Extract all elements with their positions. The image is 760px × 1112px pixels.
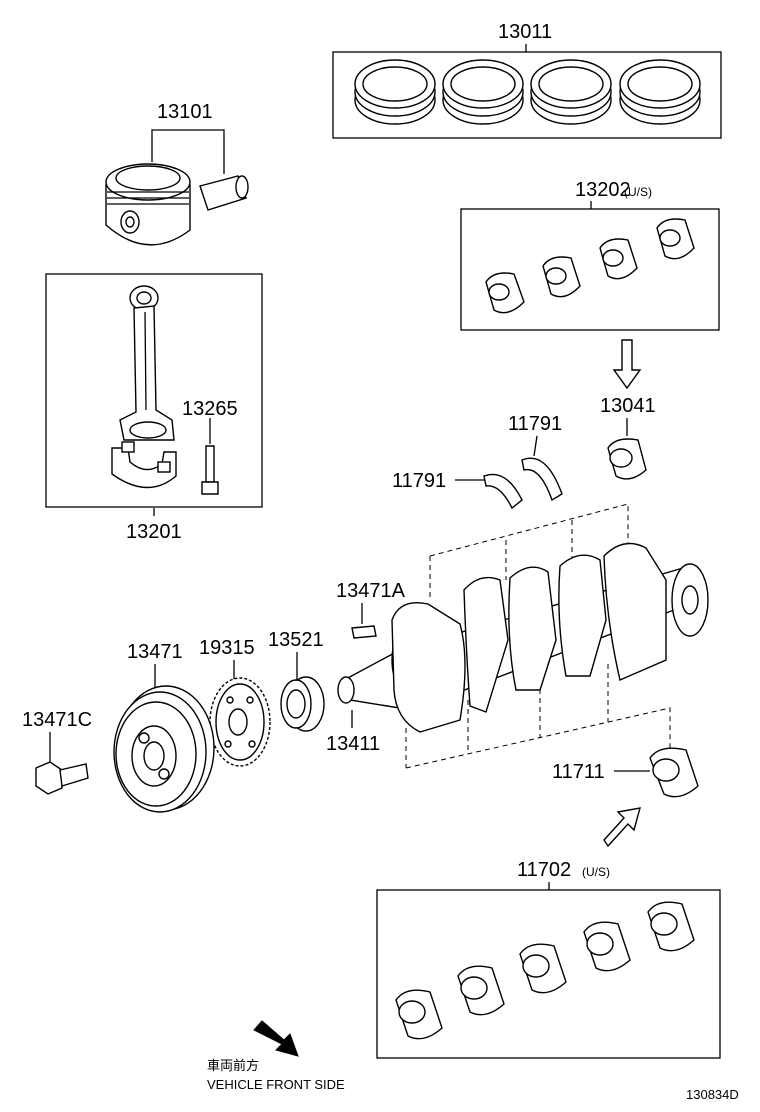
main-bearing-1 [395,989,443,1040]
rod-bearing-13041[interactable]: 13041 [600,395,656,480]
connecting-rod-assembly[interactable]: 13265 13201 [45,273,263,543]
diagram-id: 130834D [686,1087,739,1102]
thrust-washers[interactable]: 11791 11791 [392,413,563,510]
piston [105,163,191,246]
connecting-rod [119,285,175,441]
arrow-down-right-icon [253,1020,299,1057]
piston-pin [199,175,249,211]
crank-key[interactable]: 13471A [336,580,406,639]
rod-bearing-2 [542,256,581,298]
label-13041: 13041 [600,395,656,417]
label-11711: 11711 [552,761,605,783]
vehicle-front-indicator: 車両前方 VEHICLE FRONT SIDE [207,1020,345,1092]
front-caption-en: VEHICLE FRONT SIDE [207,1077,345,1092]
label-11791-left: 11791 [392,470,446,492]
crankshaft-body [337,542,709,733]
ring-stack-1 [354,59,436,125]
label-13101: 13101 [157,101,213,123]
ring-stack-2 [442,59,524,125]
label-13471: 13471 [127,641,183,663]
label-13411: 13411 [326,733,380,755]
main-bearing-5 [647,901,695,952]
piston-with-pin[interactable]: 13101 [105,101,249,246]
crank-gear[interactable]: 13521 [268,629,325,732]
front-caption-jp: 車両前方 [207,1058,259,1073]
thrust-washer-2 [521,457,563,502]
rod-bearing-3 [599,238,638,280]
arrow-up-right-icon [603,807,641,848]
label-13521: 13521 [268,629,324,651]
crankshaft[interactable]: 13411 [326,503,709,769]
ring-stack-4 [619,59,701,125]
label-11702-us: (U/S) [582,865,610,879]
label-13471a: 13471A [336,580,406,602]
main-bearing-2 [457,965,505,1016]
rod-bearing-set-us[interactable]: 13202 (U/S) [460,179,720,331]
rod-cap [111,441,177,489]
crank-pulley[interactable]: 13471 [113,641,215,813]
label-13265: 13265 [182,398,238,420]
label-13471c: 13471C [22,709,92,731]
arrow-down-icon [612,339,642,390]
main-bearing-set-us[interactable]: 11702 (U/S) [376,859,721,1059]
pulley-bolt[interactable]: 13471C [22,709,92,795]
main-bearing-3 [519,943,567,994]
label-13201: 13201 [126,521,182,543]
label-11791-top: 11791 [508,413,562,435]
piston-ring-set[interactable]: 13011 [332,21,722,139]
label-13202: 13202 [575,179,631,201]
rod-bolt-13265 [201,418,219,495]
label-13202-us: (U/S) [624,185,652,199]
main-bearing-4 [583,921,631,972]
label-13011: 13011 [498,21,552,43]
ring-stack-3 [530,59,612,125]
rod-bearing-4 [656,218,695,260]
label-11702: 11702 [517,859,571,881]
rod-bearing-1 [485,272,525,314]
label-19315: 19315 [199,637,255,659]
thrust-washer-1 [483,473,523,510]
main-bearing-11711[interactable]: 11711 [552,747,699,798]
